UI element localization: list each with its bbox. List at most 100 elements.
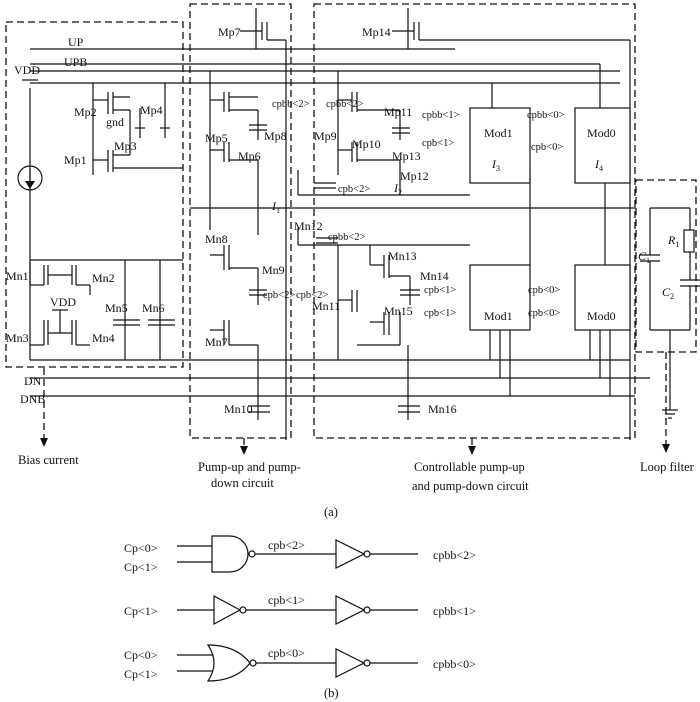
nor-gate-icon: [206, 644, 251, 682]
mn11-label: Mn11: [312, 299, 340, 313]
mp1-label: Mp1: [64, 153, 87, 167]
mn10-label: Mn10: [224, 402, 253, 416]
cpb2-label-a: cpb<2>: [263, 290, 295, 301]
mn14-label: Mn14: [420, 269, 449, 283]
nand-gate-icon: [211, 535, 249, 573]
dn-label: DN: [24, 374, 42, 388]
controllable-wiring: [297, 8, 631, 440]
mp8-label: Mp8: [264, 129, 287, 143]
r1-label: R1: [667, 233, 679, 249]
mp7-label: Mp7: [218, 25, 241, 39]
and-in1-label: Cp<1>: [124, 560, 158, 574]
and-mid-label: cpb<2>: [268, 538, 305, 552]
controllable-section-box: [313, 3, 636, 439]
inverter-icon-1: [213, 594, 242, 626]
mod0-top-block: [574, 107, 631, 184]
mn12-label: Mn12: [294, 219, 323, 233]
cpb2-label-b: cpb<2>: [296, 290, 328, 301]
i4-label: I4: [594, 157, 603, 173]
caption-b: (b): [324, 686, 339, 700]
mn13-label: Mn13: [388, 249, 417, 263]
c2-label: C2: [662, 285, 674, 301]
mod0-top-label: Mod0: [587, 126, 616, 140]
rails: [22, 48, 650, 397]
mod1-bottom-label: Mod1: [484, 309, 513, 323]
mn8-label: Mn8: [205, 232, 228, 246]
mn2-label: Mn2: [92, 271, 115, 285]
upb-label: UPB: [64, 55, 87, 69]
bias-section-box: [5, 21, 184, 368]
inv-out-label: cpbb<1>: [433, 604, 476, 618]
cpb1-label-c: cpb<1>: [424, 308, 456, 319]
inv-in-label: Cp<1>: [124, 604, 158, 618]
mn4-label: Mn4: [92, 331, 115, 345]
or-out-label: cpbb<0>: [433, 657, 476, 671]
mod0-bottom-label: Mod0: [587, 309, 616, 323]
vdd-inner-label: VDD: [50, 295, 76, 309]
mp2-label: Mp2: [74, 105, 97, 119]
mp6-label: Mp6: [238, 149, 261, 163]
or-in0-label: Cp<0>: [124, 648, 158, 662]
bias-wiring: [29, 83, 183, 360]
mn9-label: Mn9: [262, 263, 285, 277]
caption-a: (a): [324, 505, 338, 519]
or-gate-row: [177, 644, 418, 682]
cpb1-label-top: cpb<1>: [422, 138, 454, 149]
mod1-top-block: [469, 107, 531, 184]
mp9-label: Mp9: [314, 129, 337, 143]
mod0-bottom-block: [574, 264, 631, 331]
inv-mid-label: cpb<1>: [268, 593, 305, 607]
caption-pump-line1: Pump-up and pump-: [198, 460, 301, 474]
cpbb2-label-a: cpbb<2>: [272, 99, 310, 110]
mp12-label: Mp12: [400, 169, 429, 183]
mn5-label: Mn5: [105, 301, 128, 315]
mp10-label: Mp10: [352, 137, 381, 151]
caption-ctrl-line2: and pump-down circuit: [412, 479, 529, 493]
caption-filter: Loop filter: [640, 460, 695, 474]
mp13-label: Mp13: [392, 149, 421, 163]
and-gate-row: [177, 535, 418, 573]
mp3-label: Mp3: [114, 139, 137, 153]
c1-label: C1: [638, 249, 650, 265]
filter-section-box: [635, 179, 697, 353]
mn15-label: Mn15: [384, 304, 413, 318]
caption-arrows: [40, 352, 670, 455]
caption-ctrl-line1: Controllable pump-up: [414, 460, 525, 474]
up-label: UP: [68, 35, 84, 49]
inverter-icon-3: [335, 648, 366, 678]
i1-label: I1: [271, 199, 280, 215]
and-in0-label: Cp<0>: [124, 541, 158, 555]
gnd-label: gnd: [106, 115, 124, 129]
i2-label: I2: [393, 181, 402, 197]
mn1-label: Mn1: [6, 269, 29, 283]
dnb-label: DNB: [20, 392, 45, 406]
cpbb0-label: cpbb<0>: [527, 110, 565, 121]
cpb2-label-mid: cpb<2>: [338, 184, 370, 195]
inverter-icon: [335, 539, 366, 569]
mod1-top-label: Mod1: [484, 126, 513, 140]
or-in1-label: Cp<1>: [124, 667, 158, 681]
mn7-label: Mn7: [205, 335, 228, 349]
inverter-icon-2: [335, 595, 366, 625]
mp11-label: Mp11: [384, 105, 412, 119]
mn6-label: Mn6: [142, 301, 165, 315]
current-source-icon: [17, 165, 43, 191]
cpb1-label-b: cpb<1>: [424, 285, 456, 296]
mod1-bottom-block: [469, 264, 531, 331]
loop-filter-wiring: [640, 207, 700, 419]
and-out-label: cpbb<2>: [433, 548, 476, 562]
mp14-label: Mp14: [362, 25, 391, 39]
cpb0-label-b: cpb<0>: [528, 285, 560, 296]
cpbb1-label: cpbb<1>: [422, 110, 460, 121]
cpbb2-label-c: cpbb<2>: [328, 232, 366, 243]
cpbb2-label-b: cpbb<2>: [326, 99, 364, 110]
caption-bias: Bias current: [18, 453, 79, 467]
mp5-label: Mp5: [205, 131, 228, 145]
pump-section-box: [189, 3, 292, 439]
mp4-label: Mp4: [140, 103, 163, 117]
vdd-label: VDD: [14, 63, 40, 77]
mn16-label: Mn16: [428, 402, 457, 416]
inverter-row: [177, 594, 418, 626]
mn3-label: Mn3: [6, 331, 29, 345]
